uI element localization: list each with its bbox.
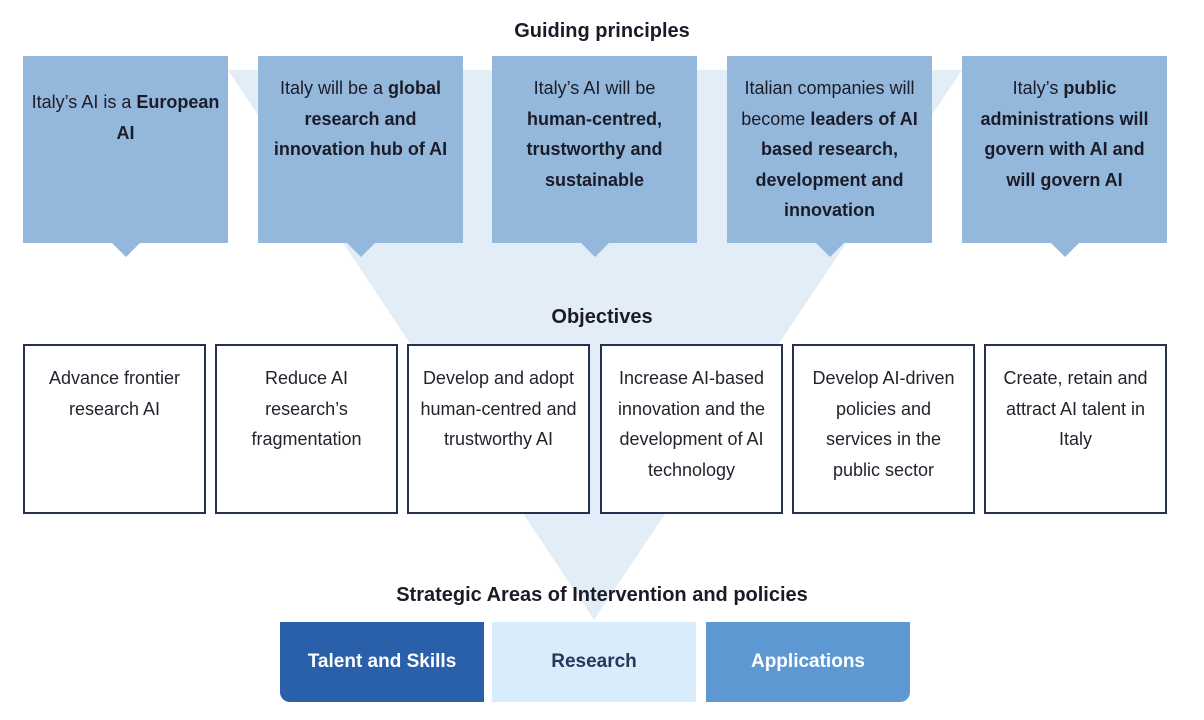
principle-plain-text: Italy will be a — [279, 78, 389, 98]
principle-plain-text: Italy’s AI is a — [31, 92, 137, 112]
principle-research-hub: Italy will be a global research and inno… — [258, 56, 463, 257]
principle-bold-text: human-centred, trustworthy and sustainab… — [526, 108, 663, 190]
area-talent-and-skills: Talent and Skills — [280, 622, 484, 702]
objective-reduce-fragmentation: Reduce AI research’s fragmentation — [215, 344, 398, 514]
objective-frontier-research: Advance frontier research AI — [23, 344, 206, 514]
guiding-principles-title: Guiding principles — [514, 20, 690, 42]
principle-text: Italian companies will become leaders of… — [735, 73, 924, 226]
principle-bold-text: leaders of AI based research, developmen… — [755, 108, 918, 221]
strategic-areas-title: Strategic Areas of Intervention and poli… — [396, 584, 808, 606]
principle-human-centred: Italy’s AI will be human-centred, trustw… — [492, 56, 697, 257]
principle-bold-text: global research and innovation hub of AI — [273, 78, 448, 159]
objective-public-sector: Develop AI-driven policies and services … — [792, 344, 975, 514]
objective-ai-innovation: Increase AI-based innovation and the dev… — [600, 344, 783, 514]
principle-bold-text: public administrations will govern with … — [980, 78, 1149, 190]
principle-text: Italy’s public administrations will gove… — [970, 73, 1159, 195]
area-applications: Applications — [706, 622, 910, 702]
objectives-title: Objectives — [551, 306, 653, 328]
principle-text: Italy’s AI is a European AI — [31, 87, 220, 148]
objective-ai-talent: Create, retain and attract AI talent in … — [984, 344, 1167, 514]
principle-european-ai: Italy’s AI is a European AI — [23, 56, 228, 257]
principle-text: Italy’s AI will be human-centred, trustw… — [500, 73, 689, 195]
principle-text: Italy will be a global research and inno… — [266, 73, 455, 165]
principle-bold-text: European AI — [116, 92, 220, 143]
principle-plain-text: Italy’s — [1012, 78, 1064, 98]
principle-plain-text: Italy’s AI will be — [533, 78, 656, 98]
principle-public-administrations: Italy’s public administrations will gove… — [962, 56, 1167, 257]
objective-human-centred-ai: Develop and adopt human-centred and trus… — [407, 344, 590, 514]
principle-companies-leaders: Italian companies will become leaders of… — [727, 56, 932, 257]
area-research: Research — [492, 622, 696, 702]
principle-plain-text: Italian companies will become — [741, 78, 915, 129]
